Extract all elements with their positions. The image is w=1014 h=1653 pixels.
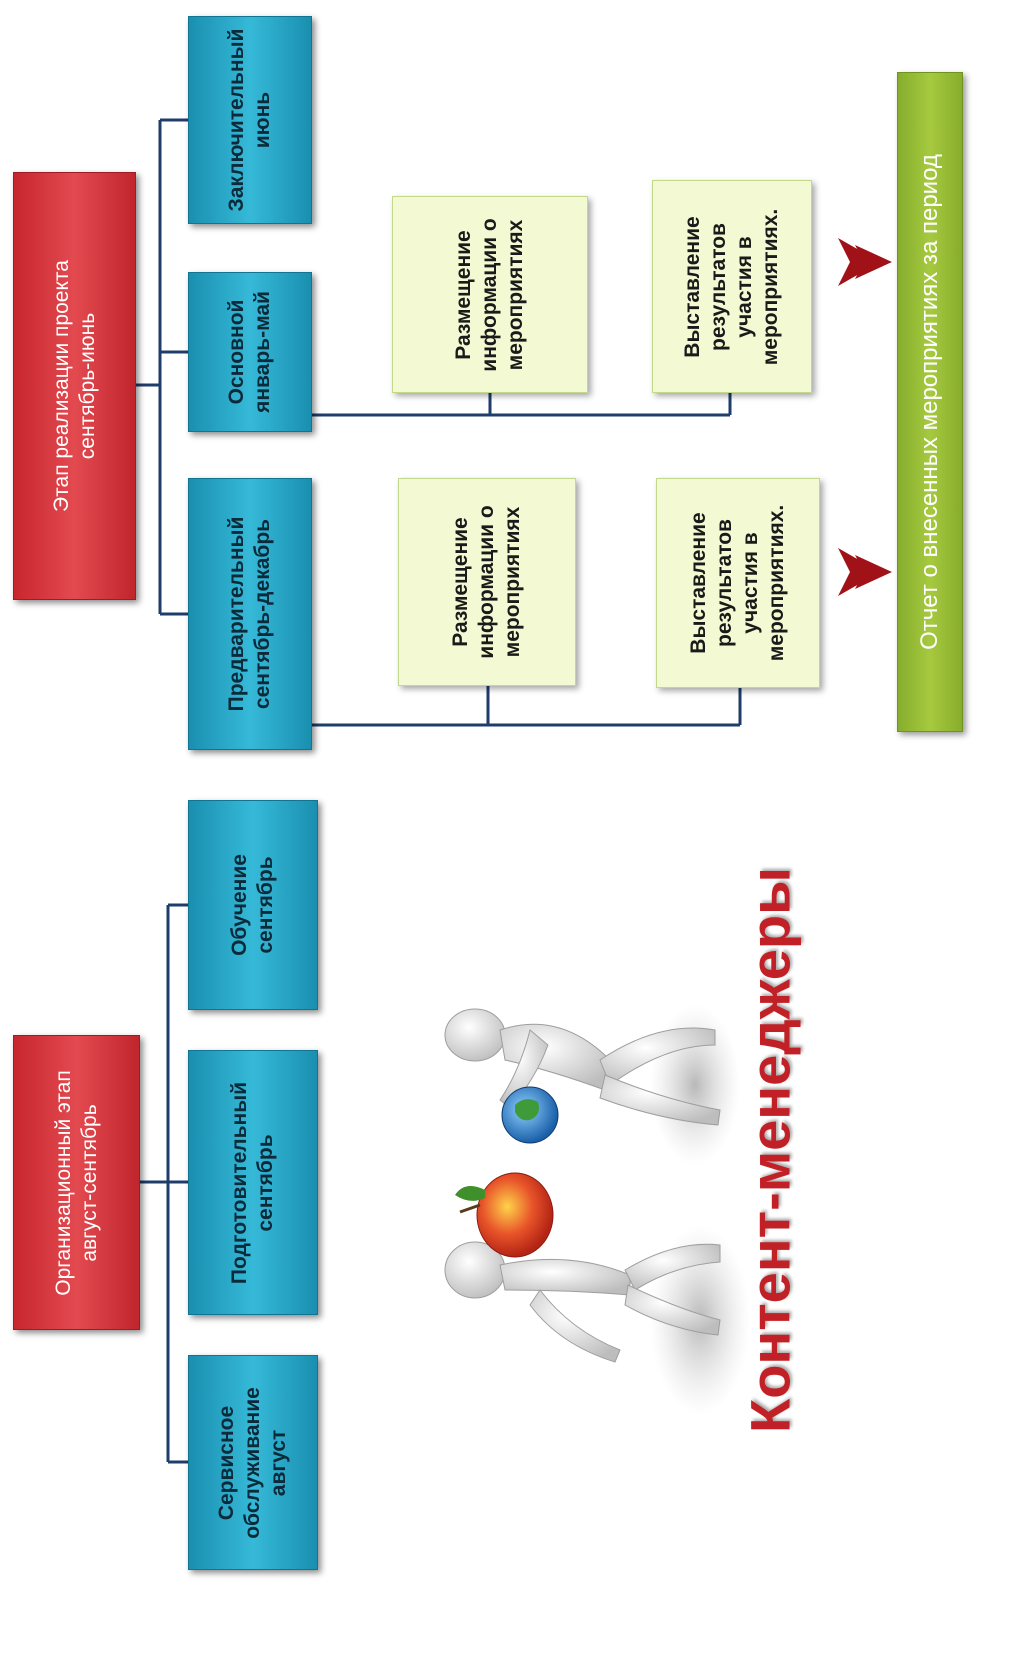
arrow-right-icon (838, 238, 892, 286)
report-bar: Отчет о внесенных мероприятиях за период (897, 72, 963, 732)
phase-service: Сервисное обслуживание август (188, 1355, 318, 1570)
apple-icon (476, 1172, 554, 1258)
content-managers-title: Контент-менеджеры (738, 867, 802, 1433)
phase-training: Обучение сентябрь (188, 800, 318, 1010)
phase-main: Основной январь-май (188, 272, 312, 432)
task-post-results-main: Выставление результатов участия в меропр… (652, 180, 812, 393)
phase-preparatory: Подготовительный сентябрь (188, 1050, 318, 1315)
task-post-info-main: Размещение информации о мероприятиях (392, 196, 588, 393)
figure-with-globe (444, 1008, 721, 1126)
figure-with-apple (444, 1241, 721, 1363)
realization-stage-header: Этап реализации проекта сентябрь-июнь (13, 172, 136, 600)
task-post-info-preliminary: Размещение информации о мероприятиях (398, 478, 576, 686)
content-managers-illustration (444, 1005, 750, 1415)
arrow-right-icon (838, 548, 892, 596)
phase-final: Заключительный июнь (188, 16, 312, 224)
phase-preliminary: Предварительный сентябрь-декабрь (188, 478, 312, 750)
org-stage-header: Организационный этап август-сентябрь (13, 1035, 140, 1330)
task-post-results-preliminary: Выставление результатов участия в меропр… (656, 478, 820, 688)
